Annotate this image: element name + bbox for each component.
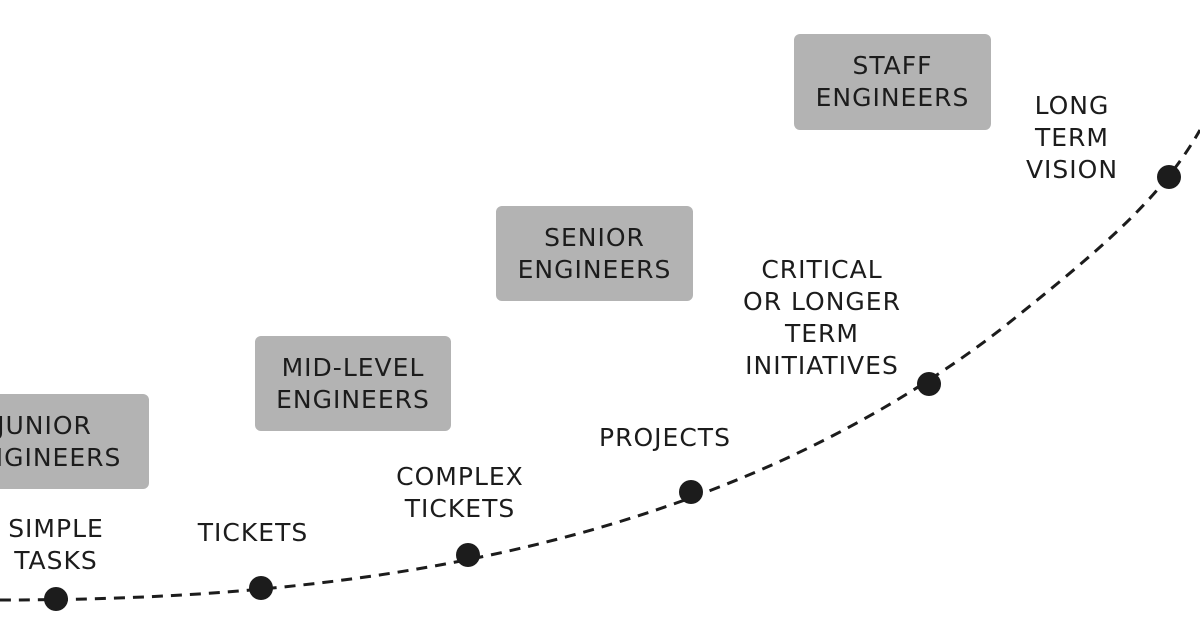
- milestone-dot-long-term-vision: [1157, 165, 1181, 189]
- task-label-line: INITIATIVES: [745, 351, 899, 380]
- task-label-tickets: TICKETS: [183, 517, 323, 549]
- task-label-line: TERM: [1034, 123, 1109, 152]
- role-label-line: STAFF: [852, 51, 933, 80]
- role-label-line: SENIOR: [544, 222, 645, 252]
- task-label-projects: PROJECTS: [580, 422, 750, 454]
- task-label-long-term-vision: LONG TERM VISION: [1012, 90, 1132, 186]
- role-label-line: JUNIOR: [0, 410, 92, 440]
- task-label-critical-initiatives: CRITICAL OR LONGER TERM INITIATIVES: [722, 254, 922, 382]
- milestone-dot-complex-tickets: [456, 543, 480, 567]
- role-label-line: ENGINEERS: [517, 254, 672, 284]
- role-label-line: MID-LEVEL: [281, 352, 425, 382]
- role-box-staff: STAFF ENGINEERS: [794, 34, 991, 130]
- task-label-line: LONG: [1034, 91, 1110, 120]
- dashed-curve: [0, 129, 1200, 602]
- role-label-line: ENGINEERS: [815, 83, 970, 112]
- task-label-line: TICKETS: [197, 518, 309, 547]
- task-label-line: TERM: [784, 319, 859, 348]
- task-label-line: VISION: [1025, 155, 1119, 184]
- milestone-dot-projects: [679, 480, 703, 504]
- task-label-line: CRITICAL: [761, 255, 883, 284]
- milestone-dot-simple-tasks: [44, 587, 68, 611]
- milestone-dot-critical-initiatives: [917, 372, 941, 396]
- task-label-simple-tasks: SIMPLE TASKS: [0, 513, 116, 577]
- role-box-senior: SENIOR ENGINEERS: [496, 206, 693, 301]
- task-label-line: COMPLEX: [396, 462, 524, 491]
- milestone-dot-tickets: [249, 576, 273, 600]
- task-label-line: OR LONGER: [743, 287, 901, 316]
- task-label-complex-tickets: COMPLEX TICKETS: [385, 461, 535, 525]
- task-label-line: TICKETS: [404, 494, 516, 523]
- role-label-line: ENGINEERS: [276, 384, 430, 414]
- role-label-line: ENGINEERS: [0, 442, 122, 472]
- role-box-mid-level: MID-LEVEL ENGINEERS: [255, 336, 451, 431]
- role-box-junior: JUNIOR ENGINEERS: [0, 394, 149, 489]
- task-label-line: TASKS: [14, 546, 98, 575]
- task-label-line: PROJECTS: [599, 423, 731, 452]
- task-label-line: SIMPLE: [8, 514, 104, 543]
